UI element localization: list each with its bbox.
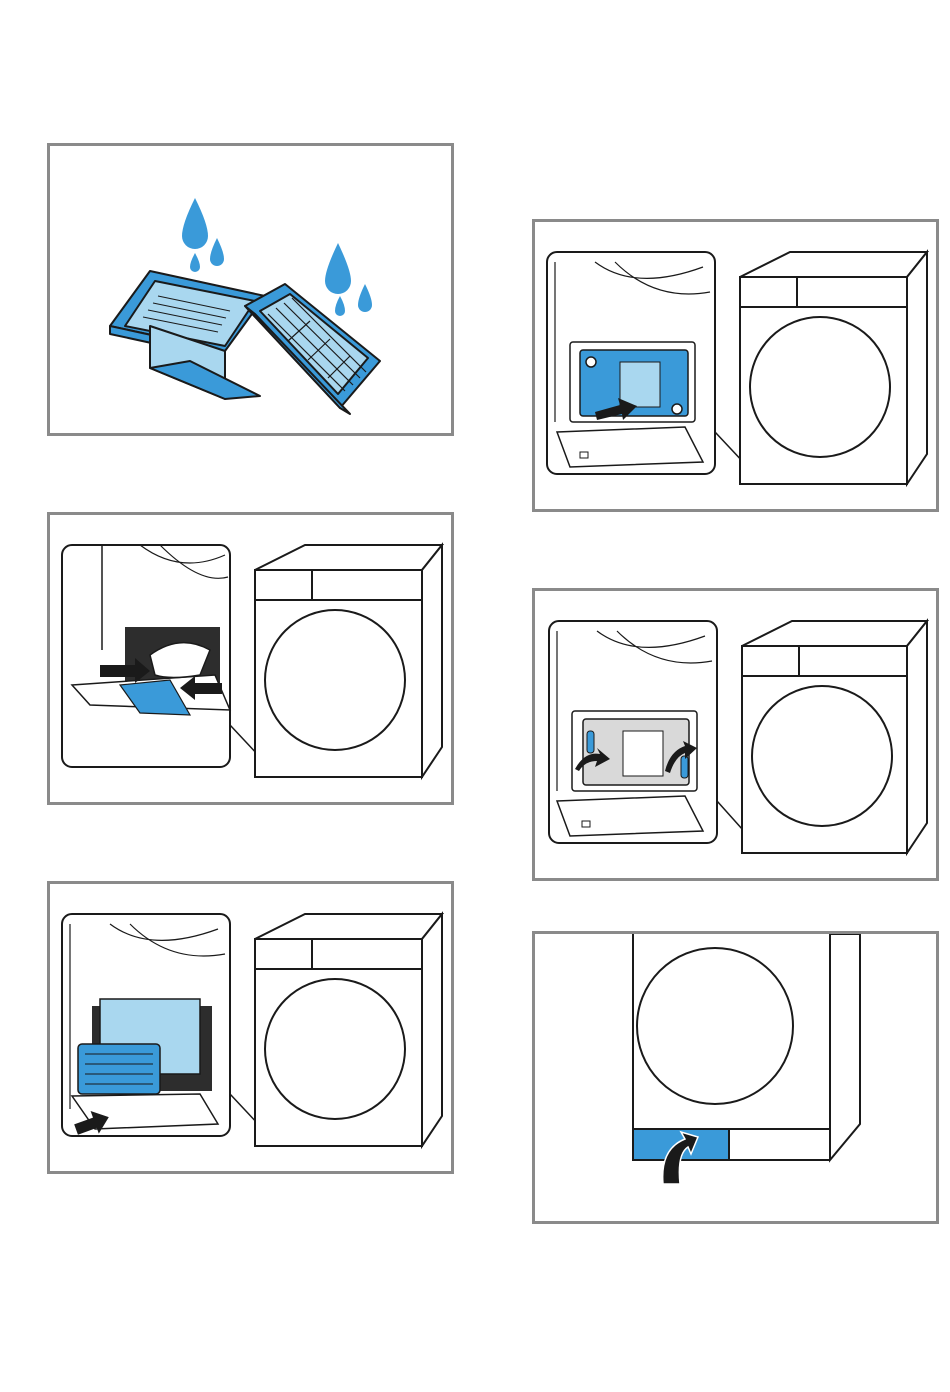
detail-callout xyxy=(549,621,760,849)
close-maintenance-flap-icon xyxy=(535,934,936,1221)
step-2-panel xyxy=(47,512,454,805)
detail-callout xyxy=(547,252,760,480)
step-4-panel xyxy=(532,219,939,512)
wipe-filter-compartment-icon xyxy=(50,515,451,802)
insert-filter-icon xyxy=(50,884,451,1171)
dryer-appliance xyxy=(255,914,442,1146)
detail-callout xyxy=(62,545,275,773)
dryer-appliance xyxy=(255,545,442,777)
lock-levers-icon xyxy=(535,591,936,878)
push-filter-in-icon xyxy=(535,222,936,509)
dryer-appliance xyxy=(740,252,927,484)
step-6-panel xyxy=(532,931,939,1224)
dryer-appliance xyxy=(742,621,927,853)
step-5-panel xyxy=(532,588,939,881)
dryer-front xyxy=(633,934,860,1160)
detail-callout xyxy=(62,914,275,1142)
step-3-panel xyxy=(47,881,454,1174)
filter-frame xyxy=(110,271,265,399)
filter-rinse-water-drops-icon xyxy=(50,146,451,433)
step-1-panel xyxy=(47,143,454,436)
